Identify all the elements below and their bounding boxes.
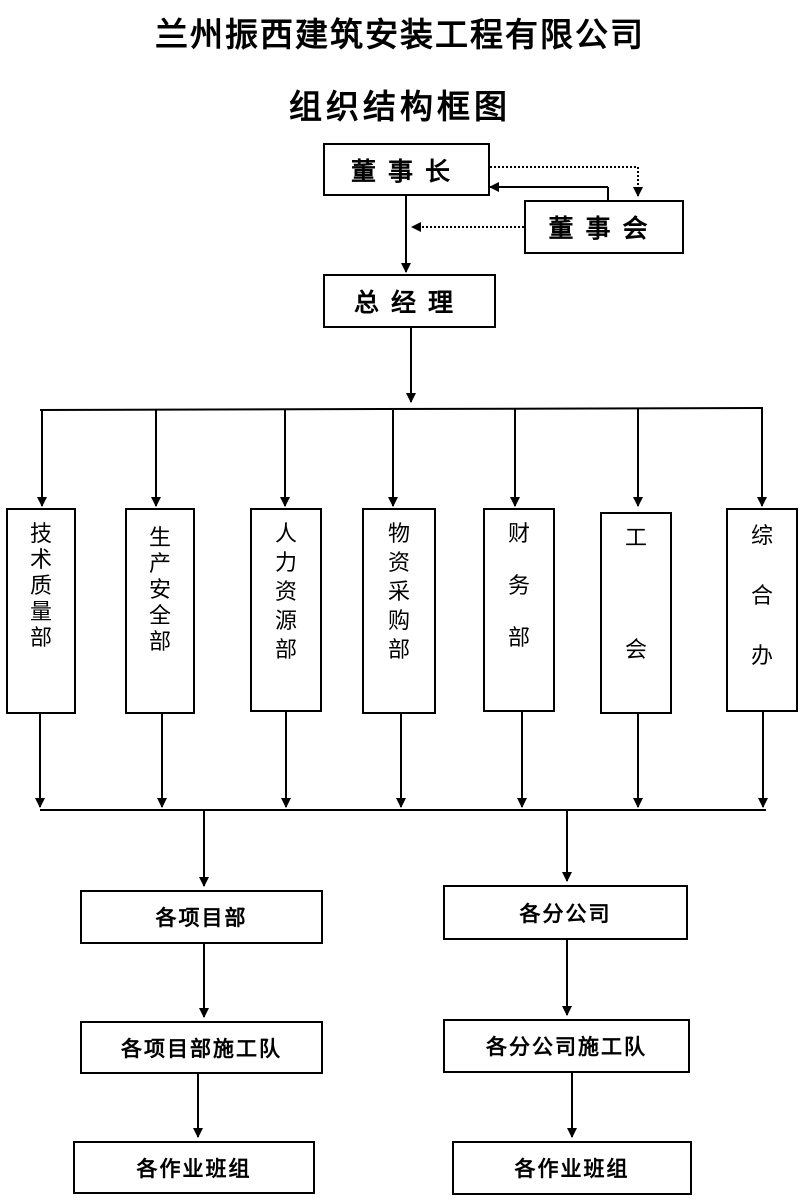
- dept-label-char: 合: [750, 584, 773, 609]
- dept-label-char: 全: [148, 604, 171, 629]
- dept-human-resources: 人力资源部: [250, 508, 322, 712]
- dept-label-char: 会: [624, 638, 647, 663]
- dept-label-char: 资: [387, 551, 410, 576]
- dept-label-char: 资: [274, 580, 297, 605]
- dept-label: 技术质量部: [30, 524, 52, 650]
- dept-label-char: 务: [507, 574, 530, 599]
- dept-label-char: 术: [29, 548, 52, 573]
- chart-title: 兰州振西建筑安装工程有限公司: [155, 15, 645, 54]
- board-box: 董事会: [524, 200, 684, 254]
- dept-label-char: 质: [29, 574, 52, 599]
- left-branch-level-1: 各项目部: [80, 890, 323, 944]
- dept-label: 工会: [625, 528, 647, 662]
- top-bus: [39, 407, 764, 411]
- dept-label-char: 力: [274, 551, 297, 576]
- dept-label: 人力资源部: [275, 524, 297, 662]
- dept-union: 工会: [600, 512, 672, 714]
- dept-finance: 财务部: [483, 508, 555, 712]
- right-branch-level-1: 各分公司: [443, 885, 688, 940]
- left-branch-level-3: 各作业班组: [73, 1141, 315, 1194]
- dept-label-char: 人: [274, 522, 297, 547]
- right-branch-level-2: 各分公司施工队: [443, 1019, 690, 1073]
- dept-label-char: 量: [29, 600, 52, 625]
- dept-label-char: 购: [387, 609, 410, 634]
- dept-label-char: 技: [29, 522, 52, 547]
- dept-production-safety: 生产安全部: [125, 508, 195, 714]
- dept-label-char: 部: [507, 626, 530, 651]
- dept-label-char: 部: [274, 638, 297, 663]
- dept-label-char: 综: [750, 524, 773, 549]
- dept-label-char: 工: [624, 526, 647, 551]
- right-branch-level-3: 各作业班组: [452, 1141, 692, 1195]
- dept-label-char: 办: [750, 644, 773, 669]
- left-branch-level-2: 各项目部施工队: [80, 1021, 323, 1074]
- dept-label-char: 物: [387, 522, 410, 547]
- dept-label-char: 财: [507, 522, 530, 547]
- dept-procurement: 物资采购部: [362, 508, 436, 714]
- dept-label: 财务部: [508, 524, 530, 650]
- dept-label-char: 部: [387, 638, 410, 663]
- dept-label-char: 产: [148, 552, 171, 577]
- general-manager-box: 总经理: [323, 274, 496, 328]
- dept-general-office: 综合办: [726, 508, 798, 712]
- chairman-box: 董事长: [323, 143, 490, 196]
- dept-technical-quality: 技术质量部: [6, 508, 76, 714]
- dept-label-char: 部: [148, 630, 171, 655]
- dept-label-char: 部: [29, 626, 52, 651]
- dept-label-char: 生: [148, 526, 171, 551]
- dept-label: 生产安全部: [149, 528, 171, 654]
- dept-label-char: 源: [274, 609, 297, 634]
- dept-label: 综合办: [751, 526, 773, 668]
- dept-label-char: 安: [148, 578, 171, 603]
- chart-subtitle: 组织结构框图: [289, 87, 511, 126]
- dept-label: 物资采购部: [388, 524, 410, 662]
- dept-label-char: 采: [387, 580, 410, 605]
